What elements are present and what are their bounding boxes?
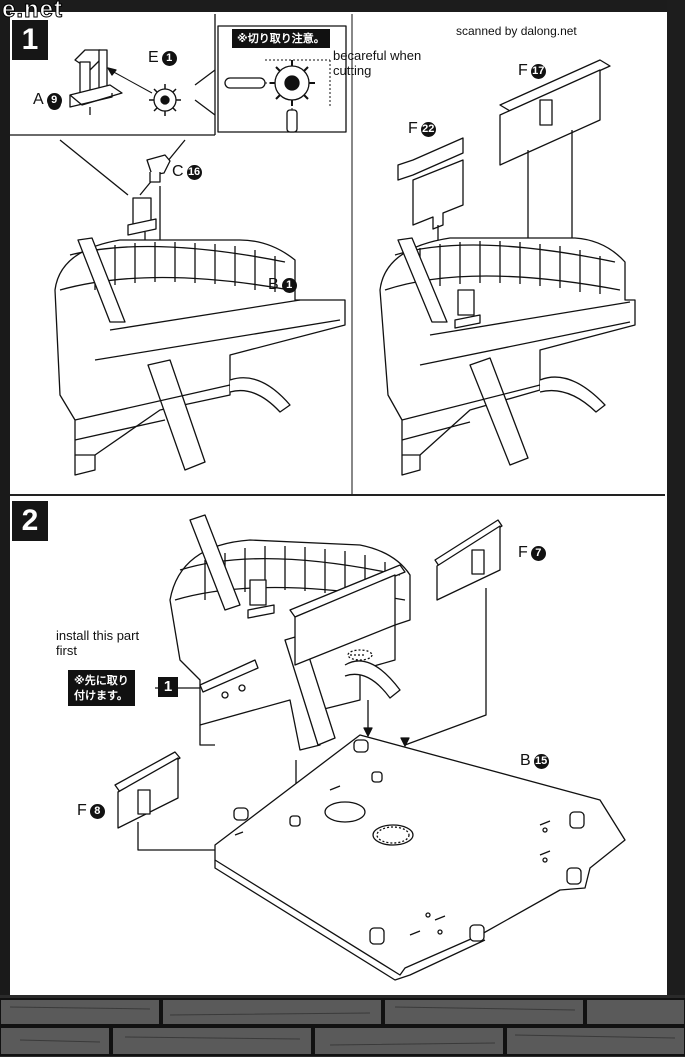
base-plate-b15-drawing [214,734,626,981]
cutting-detail-drawing [224,59,331,133]
install-ref-step-badge: 1 [158,677,178,697]
part-f17-drawing [499,59,611,166]
part-a9-drawing [69,49,123,115]
part-f22-drawing [397,137,464,230]
part-f7-drawing [434,519,503,601]
step-2-number: 2 [12,501,48,541]
install-first-note-en: install this part first [56,628,140,658]
cutting-note-jp: ※切り取り注意。 [232,29,330,48]
ship-deck-right-drawing [379,237,636,476]
step-2-illustration [114,514,626,981]
ship-deck-b1-drawing [54,237,346,476]
part-e1-drawing [107,67,181,116]
step-1-number: 1 [12,20,48,60]
top-frame-border [0,0,685,12]
part-f8-drawing [114,751,181,829]
install-first-note-jp: ※先に取り 付けます。 [68,670,135,706]
step-1-illustration [10,14,636,494]
step-1-panel [10,14,665,496]
assembly-pillar-drawing [127,197,157,236]
watermark-text: e.net [1,0,64,24]
wood-plank-footer [0,995,685,1057]
scan-credit: scanned by dalong.net [456,24,577,38]
ship-assembled-drawing [169,514,411,751]
left-frame-border [0,0,10,1057]
cutting-note-en: becareful when cutting [333,48,422,78]
right-frame-border [667,0,685,1000]
part-c16-drawing [146,154,171,183]
